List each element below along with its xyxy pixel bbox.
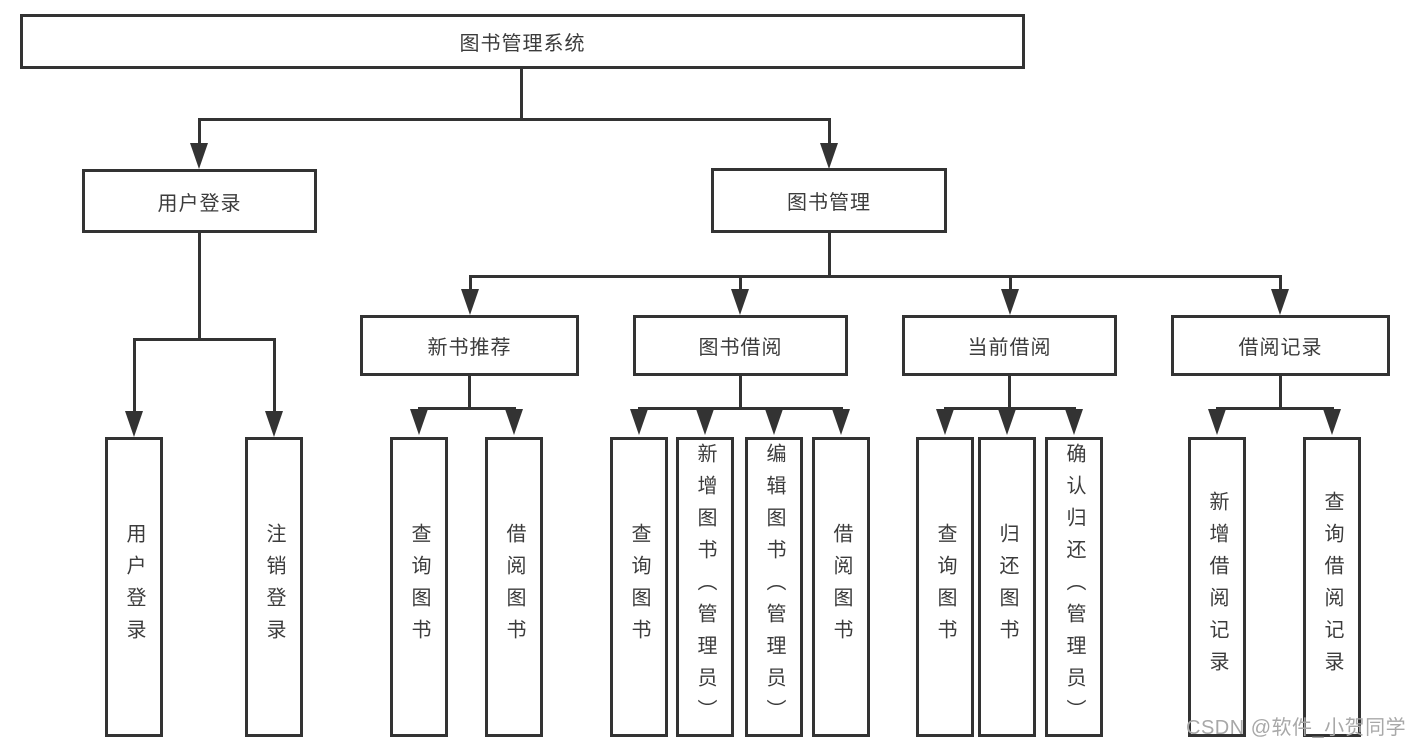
arrow-down-icon <box>765 409 783 435</box>
connector-borrow-records-bus <box>1216 407 1334 410</box>
connector-drop-book-management <box>828 118 831 145</box>
arrow-down-icon <box>1323 409 1341 435</box>
connector-user-login-stem <box>198 233 201 338</box>
arrow-down-icon <box>190 143 208 169</box>
csdn-watermark: CSDN @软件_小贺同学 <box>1186 717 1405 739</box>
connector-borrow-records-stem <box>1279 376 1282 407</box>
connector-book-management-bus <box>469 275 1282 278</box>
leaf-user-login: 用户登录 <box>105 437 163 737</box>
connector-current-borrow-bus <box>944 407 1076 410</box>
connector-root-bus <box>198 118 831 121</box>
arrow-down-icon <box>1065 409 1083 435</box>
node-current-borrow: 当前借阅 <box>902 315 1117 376</box>
arrow-down-icon <box>1271 289 1289 315</box>
arrow-down-icon <box>630 409 648 435</box>
arrow-down-icon <box>505 409 523 435</box>
node-book-borrow: 图书借阅 <box>633 315 848 376</box>
node-user-login: 用户登录 <box>82 169 317 233</box>
arrow-down-icon <box>265 411 283 437</box>
arrow-down-icon <box>998 409 1016 435</box>
node-library-management-system: 图书管理系统 <box>20 14 1025 69</box>
leaf-return-books: 归还图书 <box>978 437 1036 737</box>
arrow-down-icon <box>125 411 143 437</box>
leaf-edit-books-admin: 编辑图书（管理员） <box>745 437 803 737</box>
node-book-management: 图书管理 <box>711 168 947 233</box>
node-new-book-recommend: 新书推荐 <box>360 315 579 376</box>
arrow-down-icon <box>832 409 850 435</box>
arrow-down-icon <box>731 289 749 315</box>
leaf-logout: 注销登录 <box>245 437 303 737</box>
arrow-down-icon <box>410 409 428 435</box>
connector-book-management-stem <box>828 233 831 275</box>
connector-drop-book-borrow <box>739 275 742 291</box>
leaf-add-books-admin: 新增图书（管理员） <box>676 437 734 737</box>
connector-user-login-bus <box>133 338 276 341</box>
arrow-down-icon <box>936 409 954 435</box>
connector-drop-borrow-records <box>1279 275 1282 291</box>
connector-drop-logout-leaf <box>273 338 276 413</box>
arrow-down-icon <box>1001 289 1019 315</box>
leaf-add-borrow-record: 新增借阅记录 <box>1188 437 1246 737</box>
connector-book-borrow-bus <box>638 407 843 410</box>
leaf-query-books-borrow: 查询图书 <box>610 437 668 737</box>
arrow-down-icon <box>696 409 714 435</box>
leaf-borrow-books-recommend: 借阅图书 <box>485 437 543 737</box>
connector-drop-user-login <box>198 118 201 145</box>
connector-current-borrow-stem <box>1008 376 1011 407</box>
connector-drop-login-leaf <box>133 338 136 413</box>
leaf-query-books-recommend: 查询图书 <box>390 437 448 737</box>
leaf-query-books-current: 查询图书 <box>916 437 974 737</box>
node-borrow-records: 借阅记录 <box>1171 315 1390 376</box>
leaf-confirm-return-admin: 确认归还（管理员） <box>1045 437 1103 737</box>
arrow-down-icon <box>820 143 838 169</box>
connector-book-borrow-stem <box>739 376 742 407</box>
leaf-query-borrow-record: 查询借阅记录 <box>1303 437 1361 737</box>
connector-drop-current-borrow <box>1009 275 1012 291</box>
connector-new-book-bus <box>418 407 516 410</box>
arrow-down-icon <box>1208 409 1226 435</box>
connector-root-stem <box>520 69 523 118</box>
connector-new-book-stem <box>468 376 471 407</box>
connector-drop-new-book <box>469 275 472 291</box>
arrow-down-icon <box>461 289 479 315</box>
leaf-borrow-books: 借阅图书 <box>812 437 870 737</box>
